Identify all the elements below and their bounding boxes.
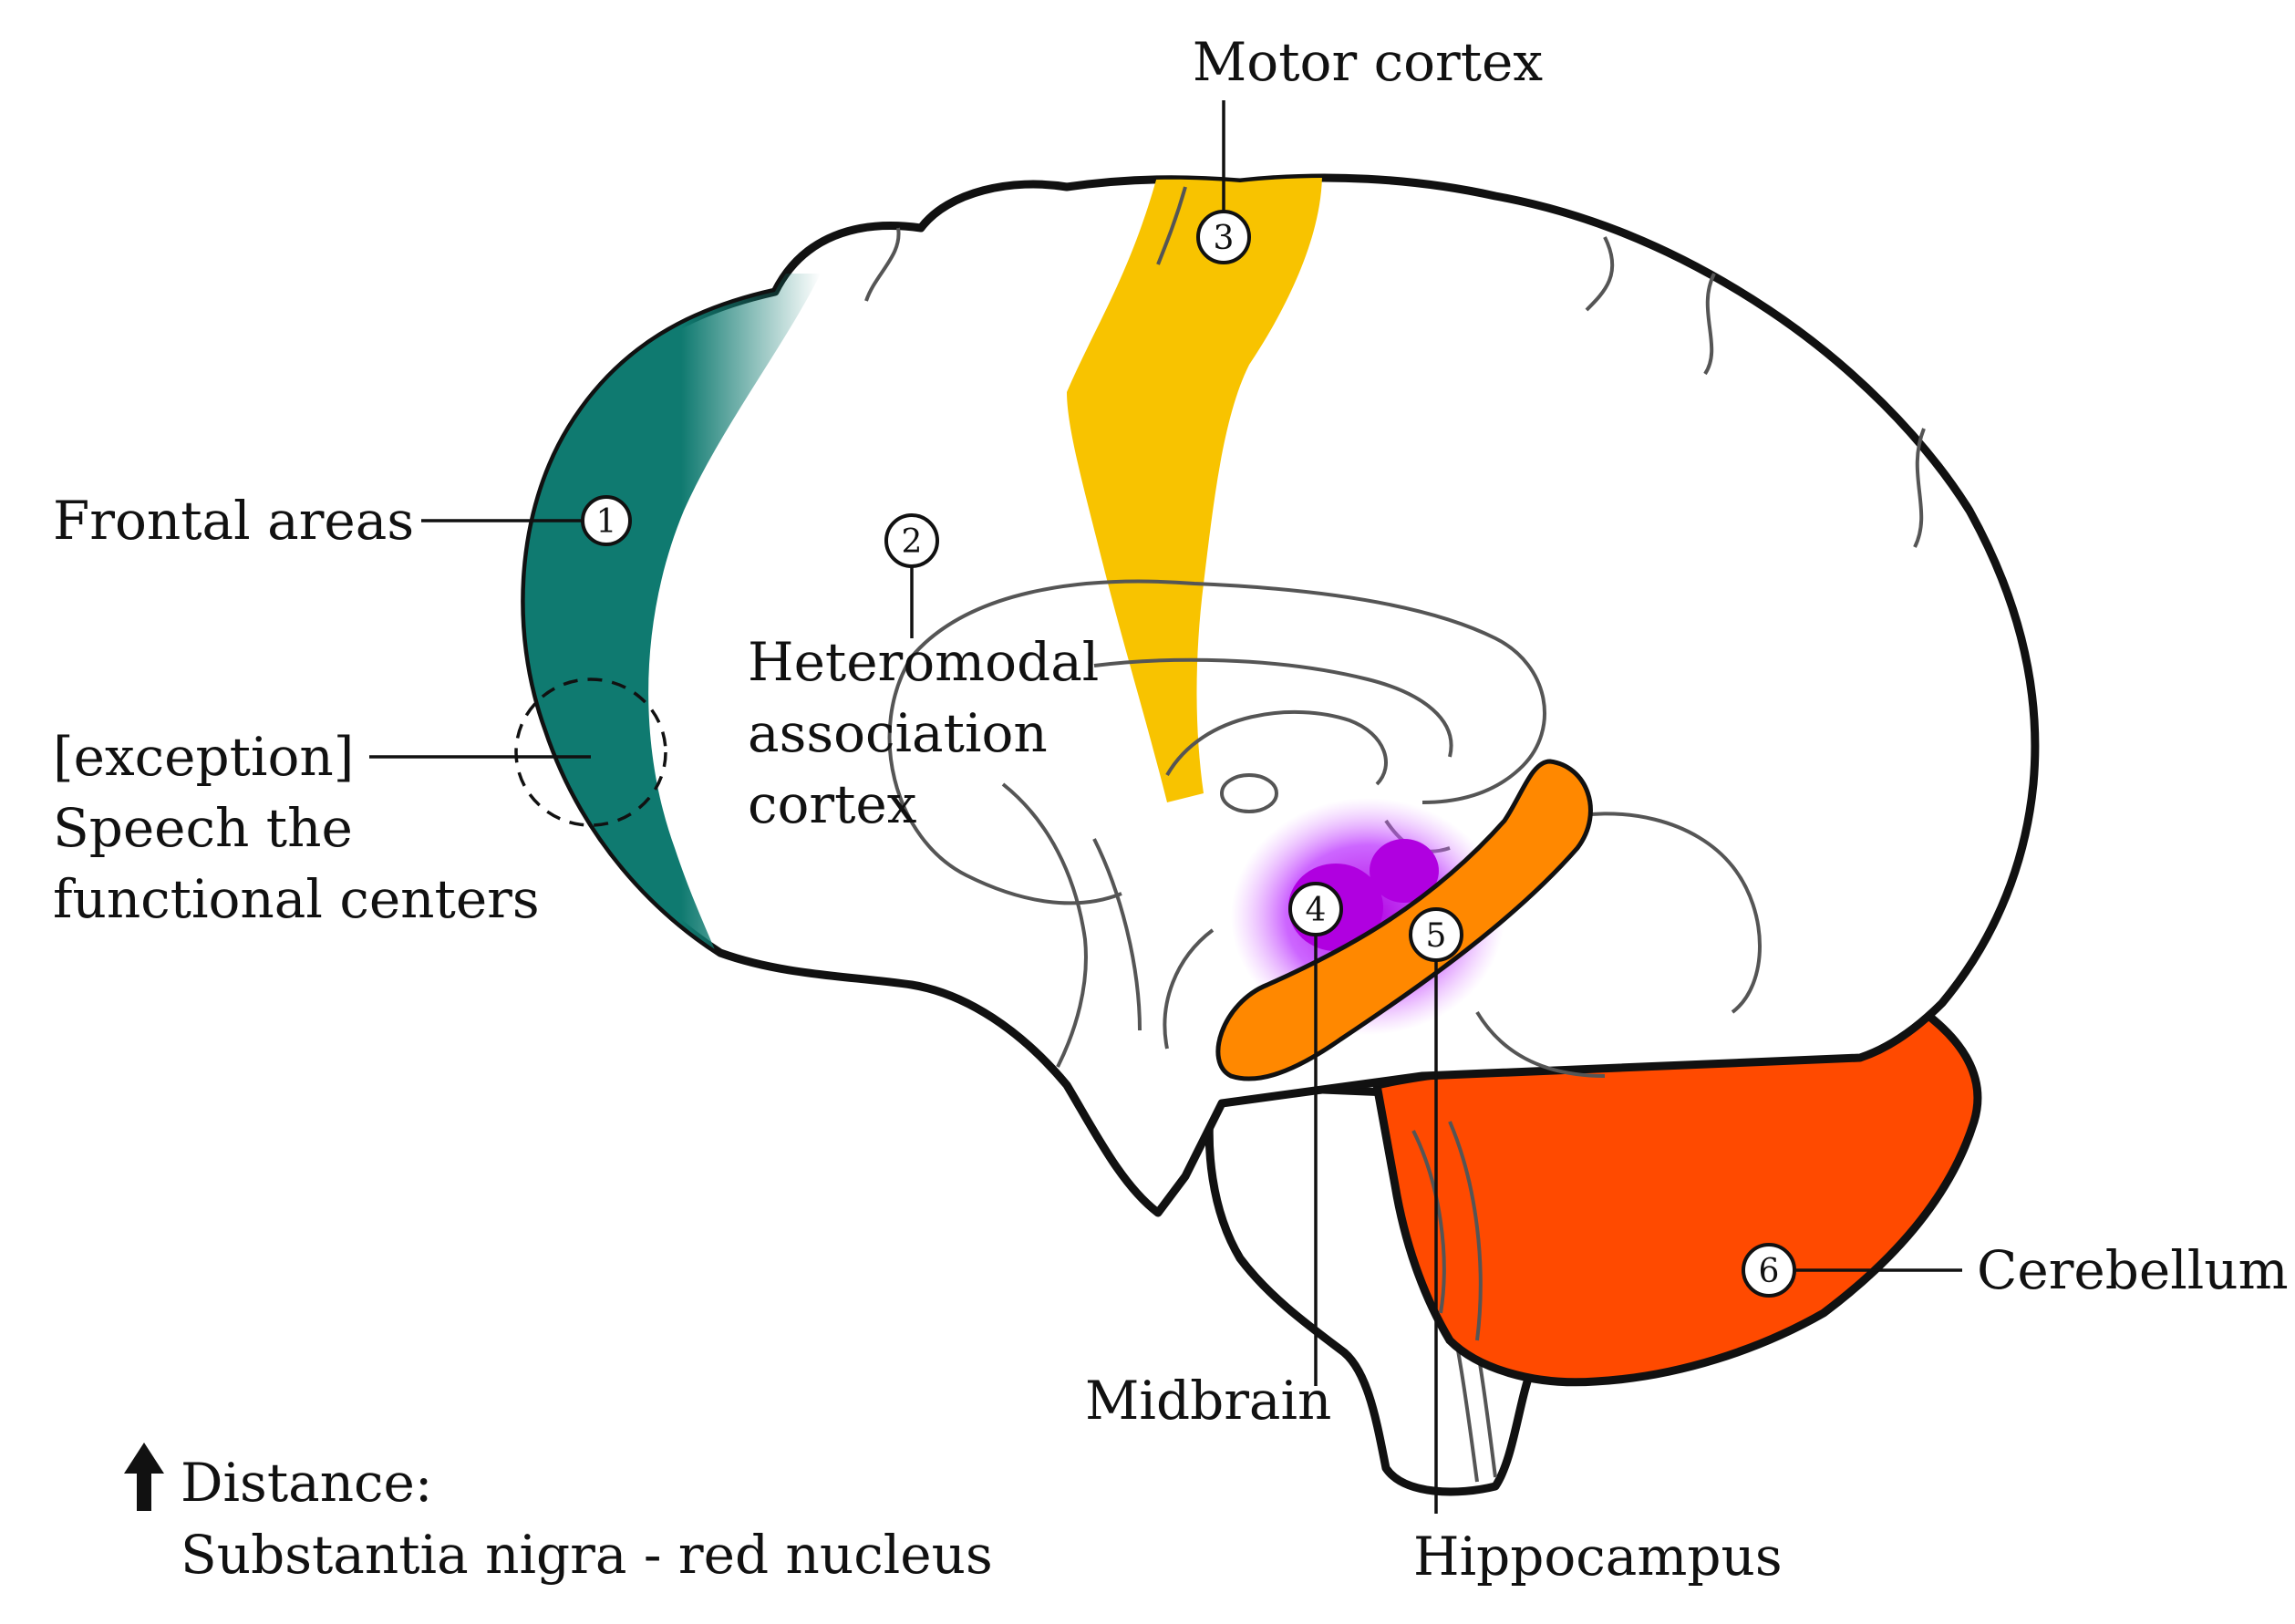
marker-1: 1: [581, 495, 632, 546]
marker-6: 6: [1742, 1243, 1796, 1298]
svg-text:4: 4: [1306, 892, 1327, 929]
up-arrow-icon: [124, 1443, 164, 1511]
svg-text:1: 1: [596, 503, 617, 541]
marker-5: 5: [1409, 907, 1463, 962]
svg-text:2: 2: [902, 523, 923, 561]
label-hippocampus: Hippocampus: [1413, 1526, 1783, 1588]
svg-text:5: 5: [1426, 917, 1447, 955]
hippocampus-region: [1215, 759, 1593, 1081]
marker-2: 2: [884, 513, 939, 568]
label-distance: Distance: Substantia nigra - red nucleus: [181, 1452, 993, 1586]
marker-4: 4: [1288, 882, 1343, 936]
label-frontal-areas: Frontal areas: [53, 490, 414, 552]
label-heteromodal: Heteromodal association cortex: [748, 631, 1116, 835]
frontal-areas-region: [524, 274, 821, 985]
marker-3: 3: [1196, 210, 1251, 264]
label-cerebellum: Cerebellum: [1977, 1239, 2289, 1301]
speech-centers-ellipse: [514, 678, 667, 827]
label-motor-cortex: Motor cortex: [1193, 31, 1543, 93]
motor-cortex-region: [1067, 178, 1322, 802]
svg-text:6: 6: [1759, 1253, 1780, 1290]
label-midbrain: Midbrain: [1085, 1370, 1331, 1432]
label-exception: [exception] Speech the functional center…: [53, 726, 540, 930]
svg-text:3: 3: [1214, 220, 1235, 257]
